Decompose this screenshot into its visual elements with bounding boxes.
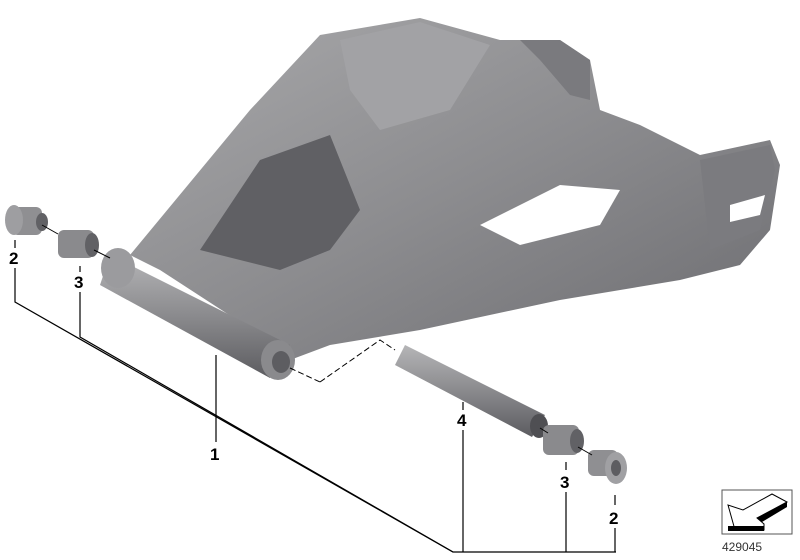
bushing-left-3: [58, 230, 99, 258]
bushing-right-2: [588, 450, 627, 484]
callout-3-left: 3: [74, 273, 84, 292]
bushing-left-2: [5, 205, 48, 235]
leader-lines: [14, 240, 616, 553]
reference-number: 429045: [722, 540, 763, 554]
orientation-arrow-icon: [721, 489, 793, 535]
swingarm: [130, 18, 780, 360]
axle-part-4: [395, 345, 548, 438]
pivot-axle: [100, 248, 295, 380]
callout-2-right: 2: [609, 509, 619, 528]
callout-3-right: 3: [560, 473, 570, 492]
callout-2-left: 2: [9, 249, 19, 268]
bushing-right-3: [543, 425, 584, 455]
callout-1: 1: [210, 445, 220, 464]
callout-4: 4: [457, 411, 467, 430]
center-lines: [41, 224, 593, 456]
